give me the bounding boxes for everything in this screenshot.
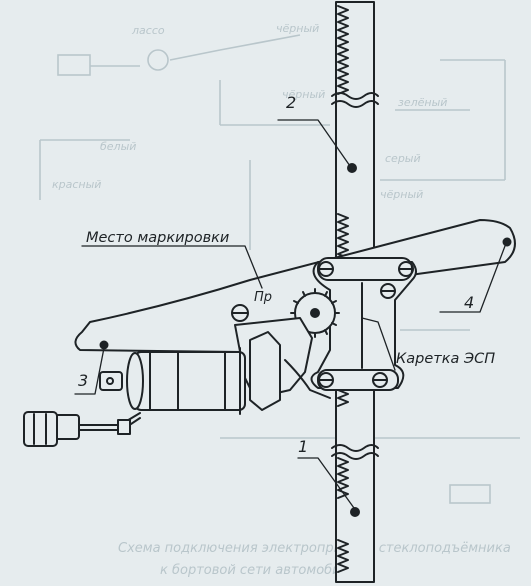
callout-4: 4 [464, 293, 474, 312]
pinion-gear [290, 288, 340, 338]
background-bleed-layer [39, 34, 520, 504]
rack-teeth-bottom [337, 539, 349, 573]
mount-screw [231, 304, 249, 322]
label-pr-mark: Пр [254, 290, 272, 305]
bg-ring [147, 49, 169, 71]
labels: Место маркировки Пр Каретка ЭСП 2 4 3 1 [78, 93, 495, 456]
plug-body [54, 414, 80, 440]
bg-text: чёрный [282, 88, 325, 101]
motor-end-cap [126, 352, 144, 410]
bg-text: белый [100, 140, 136, 153]
callout-1: 1 [298, 437, 308, 456]
leader-marking-place [81, 245, 263, 289]
mounting-plate [74, 219, 516, 353]
leader-lines [74, 119, 506, 509]
motor-bracket [249, 331, 281, 411]
plate-outline [74, 219, 516, 353]
rack-break-lower [331, 444, 379, 452]
bg-caption-line-1: Схема подключения электропривода стеклоп… [118, 541, 511, 556]
bg-wire [169, 49, 221, 61]
bg-text: чёрный [380, 188, 423, 201]
bg-text: лассо [131, 24, 165, 37]
rack-break-upper [331, 92, 379, 100]
motor-brush [106, 377, 114, 385]
rack-teeth-top [337, 5, 349, 95]
leader-carriage [361, 317, 396, 371]
label-marking-place: Место маркировки [86, 230, 229, 246]
motor-wiring [284, 359, 331, 399]
plate-hole-4 [502, 237, 512, 247]
bg-wire [219, 34, 301, 51]
callout-2: 2 [286, 93, 296, 112]
leader-callout-3 [74, 347, 105, 395]
bg-text: красный [52, 178, 101, 191]
leader-callout-4 [439, 245, 506, 313]
motor-can [134, 351, 246, 411]
bg-text: чёрный [276, 22, 319, 35]
plug-head [23, 411, 58, 447]
bg-box [449, 484, 491, 504]
bg-text: серый [385, 152, 421, 165]
label-carriage: Каретка ЭСП [396, 351, 495, 367]
leader-callout-1 [297, 457, 355, 509]
power-cable [23, 411, 141, 447]
rack-break-upper [331, 100, 379, 108]
rack-break-lower [331, 452, 379, 460]
bg-text: зелёный [398, 96, 447, 109]
cable-sleeve [117, 419, 131, 435]
leader-callout-2 [277, 119, 351, 167]
background-bleed-text: лассо чёрный чёрный белый красный зелёны… [52, 22, 511, 578]
bg-connector-box [57, 54, 91, 76]
callout-3: 3 [78, 371, 88, 390]
electric-motor [99, 317, 331, 415]
gear-axle [310, 308, 320, 318]
motor-brush-holder [99, 371, 123, 391]
bg-caption-line-2: к бортовой сети автомобиля [160, 563, 357, 578]
rack-hole-lower [350, 507, 360, 517]
